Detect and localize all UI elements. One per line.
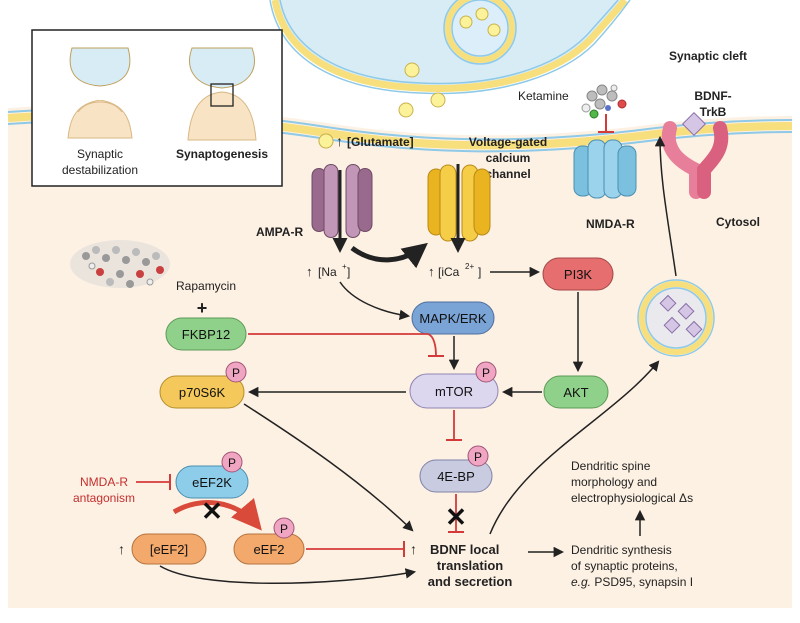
svg-text:P: P bbox=[482, 366, 490, 380]
cytosol-label: Cytosol bbox=[716, 215, 760, 229]
glutamate-label: [Glutamate] bbox=[347, 135, 414, 149]
depolarization-arrow bbox=[350, 242, 428, 269]
ketamine-label: Ketamine bbox=[518, 89, 569, 103]
dendritic-spine-label-2: morphology and bbox=[571, 475, 657, 489]
svg-text:P: P bbox=[228, 456, 236, 470]
nmdar-label: NMDA-R bbox=[586, 217, 635, 231]
nmda-antagonism-label-1: NMDA-R bbox=[80, 475, 128, 489]
vesicle-to-trkb-arrow bbox=[654, 135, 677, 277]
fusing-vesicle bbox=[445, 0, 515, 63]
inset-left-label-2: destabilization bbox=[62, 163, 138, 177]
bdnf-local-label-2: translation bbox=[437, 558, 504, 573]
ketamine-molecule bbox=[581, 84, 627, 119]
p70s6k-node: p70S6K P bbox=[159, 361, 247, 409]
dendritic-spine-label-1: Dendritic spine bbox=[571, 459, 651, 473]
rapamycin-plus: + bbox=[197, 298, 208, 318]
eef2k-node: eEF2K P bbox=[175, 451, 249, 499]
rapamycin-label: Rapamycin bbox=[176, 279, 236, 293]
ica-up-arrow: ↑ bbox=[428, 264, 435, 279]
svg-text:p70S6K: p70S6K bbox=[179, 385, 226, 400]
na-label: [Na bbox=[318, 265, 337, 279]
bdnf-local-label-3: and secretion bbox=[428, 574, 513, 589]
eef2-node: eEF2 P bbox=[233, 517, 305, 565]
bdnf-to-vesicle-arrow bbox=[489, 360, 660, 535]
svg-text:]: ] bbox=[478, 265, 481, 279]
svg-text:MAPK/ERK: MAPK/ERK bbox=[419, 311, 487, 326]
svg-text:AKT: AKT bbox=[563, 385, 588, 400]
fkbp12-node: FKBP12 bbox=[165, 317, 247, 351]
svg-text:4E-BP: 4E-BP bbox=[437, 469, 475, 484]
svg-text:↑: ↑ bbox=[118, 541, 125, 557]
4ebp-node: 4E-BP P bbox=[419, 445, 493, 493]
p70-to-bdnf-arrow bbox=[243, 403, 414, 532]
svg-text:FKBP12: FKBP12 bbox=[182, 327, 230, 342]
synaptic-cleft-label: Synaptic cleft bbox=[669, 49, 747, 63]
blocked-x-4ebp: ✕ bbox=[445, 502, 467, 532]
nmda-receptor bbox=[573, 139, 637, 199]
bdnf-trkb-receptor bbox=[661, 111, 729, 199]
bdnf-trkb-label-1: BDNF- bbox=[694, 89, 731, 103]
bdnf-local-label-1: BDNF local bbox=[430, 542, 499, 557]
fkbp12-inhibit bbox=[248, 333, 437, 357]
pi3k-node: PI3K bbox=[542, 257, 614, 291]
bdnf-up-arrow: ↑ bbox=[410, 541, 417, 557]
inset-right-label: Synaptogenesis bbox=[176, 147, 268, 161]
rapamycin-molecule bbox=[70, 240, 170, 288]
ampa-receptor bbox=[311, 164, 373, 238]
svg-text:mTOR: mTOR bbox=[435, 384, 473, 399]
svg-text:P: P bbox=[280, 522, 288, 536]
ampar-label: AMPA-R bbox=[256, 225, 303, 239]
svg-text:PI3K: PI3K bbox=[564, 267, 593, 282]
na-sup: + bbox=[342, 262, 347, 271]
blocked-x-eef2k: ✕ bbox=[201, 496, 223, 526]
vgcc-label-2: calcium bbox=[486, 151, 531, 165]
eef2-level-to-bdnf-arrow bbox=[159, 565, 417, 584]
svg-text:P: P bbox=[474, 450, 482, 464]
vgcc-label-1: Voltage-gated bbox=[469, 135, 547, 149]
na-to-mapk-arrow bbox=[339, 281, 411, 321]
mtor-node: mTOR P bbox=[409, 361, 499, 409]
mapk-erk-node: MAPK/ERK bbox=[411, 301, 495, 335]
ica-sup: 2+ bbox=[465, 262, 474, 271]
glutamate-up-arrow: ↑ bbox=[336, 133, 343, 149]
dendritic-spine-label-3: electrophysiological Δs bbox=[571, 491, 693, 505]
dendritic-synthesis-label-2: of synaptic proteins, bbox=[571, 559, 678, 573]
nmda-antagonism-label-2: antagonism bbox=[73, 491, 135, 505]
dendritic-synthesis-label-1: Dendritic synthesis bbox=[571, 543, 672, 557]
svg-text:eEF2: eEF2 bbox=[253, 542, 284, 557]
svg-text:eEF2K: eEF2K bbox=[192, 475, 232, 490]
vgcc-channel bbox=[427, 164, 491, 242]
akt-node: AKT bbox=[543, 375, 609, 409]
ica-label: [iCa bbox=[438, 265, 460, 279]
eef2k-to-eef2-arrow bbox=[172, 497, 262, 531]
vgcc-label-3: channel bbox=[485, 167, 530, 181]
na-up-arrow: ↑ bbox=[306, 264, 313, 279]
inset-left-label-1: Synaptic bbox=[77, 147, 123, 161]
glutamate-molecule bbox=[404, 62, 420, 78]
svg-text:]: ] bbox=[347, 265, 350, 279]
inset-zoom-box bbox=[210, 83, 234, 107]
svg-text:[eEF2]: [eEF2] bbox=[150, 542, 188, 557]
eef2-level-node: ↑ [eEF2] bbox=[118, 533, 207, 565]
bdnf-trkb-label-2: TrkB bbox=[700, 105, 727, 119]
dendritic-synthesis-label-3: e.g. PSD95, synapsin I bbox=[571, 575, 693, 589]
glutamate-molecule bbox=[430, 92, 446, 108]
glutamate-molecule bbox=[398, 102, 414, 118]
svg-text:P: P bbox=[232, 366, 240, 380]
bdnf-vesicle bbox=[637, 279, 715, 357]
synapse-inset: Synaptic destabilization Synaptogenesis bbox=[31, 29, 283, 187]
